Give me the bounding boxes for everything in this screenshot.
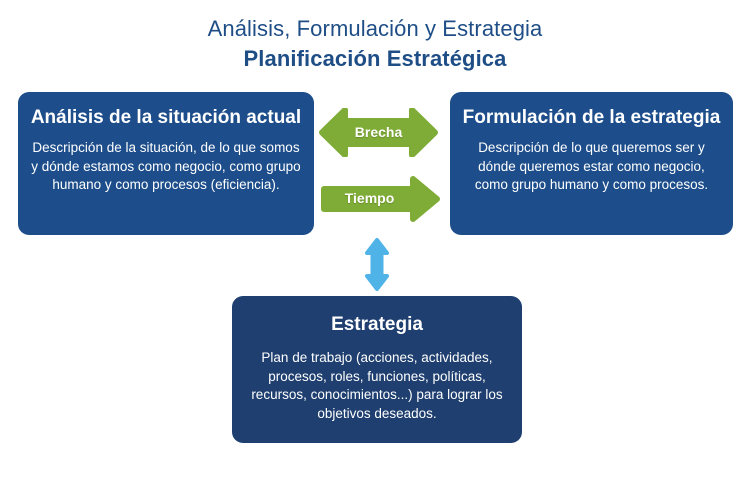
double-arrow-vertical-icon xyxy=(365,238,389,291)
page-title-line-2: Planificación Estratégica xyxy=(243,46,507,71)
box-left-body: Descripción de la situación, de lo que s… xyxy=(31,140,301,192)
arrow-brecha: Brecha xyxy=(319,108,438,157)
double-arrow-horizontal-icon xyxy=(319,108,438,157)
box-bottom-title: Estrategia xyxy=(331,314,423,335)
arrow-right-icon xyxy=(321,176,440,222)
box-estrategia: Estrategia Plan de trabajo (acciones, ac… xyxy=(232,296,522,443)
arrow-tiempo: Tiempo xyxy=(320,176,441,222)
box-right-title: Formulación de la estrategia xyxy=(462,107,721,128)
box-bottom-body: Plan de trabajo (acciones, activida­des,… xyxy=(251,350,503,421)
box-right-body: Descripción de lo que queremos ser y dón… xyxy=(474,140,709,192)
box-formulacion-estrategia: Formulación de la estrategia Descripción… xyxy=(450,92,733,235)
box-analisis-situacion-actual: Análisis de la situación actual Descripc… xyxy=(18,92,314,235)
box-left-title: Análisis de la situación actual xyxy=(30,107,302,128)
page-title-line-1: Análisis, Formulación y Estrategia xyxy=(207,16,543,41)
arrow-vertical-estrategia xyxy=(364,237,390,292)
page-title: Análisis, Formulación y Estrategia Plani… xyxy=(0,14,750,74)
